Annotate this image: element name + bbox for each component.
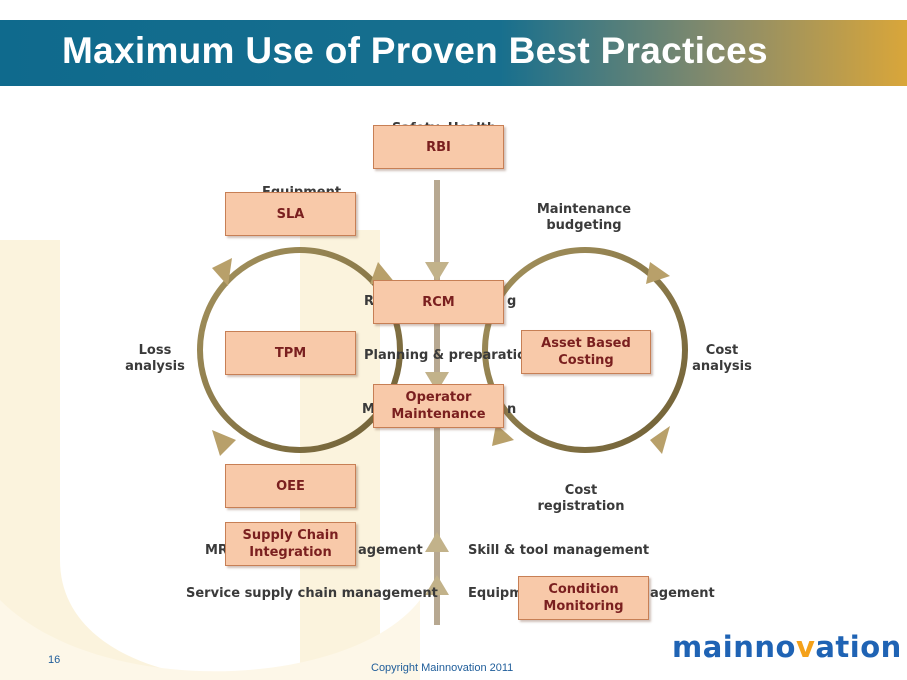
label-agement-fragment: agement [358,543,423,558]
label-maintenance-budgeting-1: Maintenance [537,202,631,217]
label-service-supply-chain-management: Service supply chain management [186,586,438,601]
title-banner [0,20,907,86]
left-ring-arrow-bottom [212,430,236,456]
label-r-fragment: R [364,294,374,309]
left-ring-arrow-right [370,262,396,284]
practice-box-rbi: RBI [373,125,504,169]
practice-box-condition-monitoring: Condition Monitoring [518,576,649,620]
right-ring-arrow-bottom [650,426,670,454]
label-equipm-fragment: Equipm [468,586,523,601]
stem-arrow-down-2 [425,372,449,392]
label-skill-tool-management: Skill & tool management [468,543,649,558]
logo-text-after: ation [815,630,902,664]
label-cost-analysis-1: Cost [706,343,738,358]
label-agement-fragment-2: agement [650,586,715,601]
practice-box-oee: OEE [225,464,356,508]
practice-box-sla: SLA [225,192,356,236]
label-cost-registration-2: registration [538,499,625,514]
slide-title: Maximum Use of Proven Best Practices [62,30,768,71]
slide-number: 16 [48,654,61,666]
label-planning-preparation: Planning & preparation [364,348,535,363]
practice-box-rcm: RCM [373,280,504,324]
stem-arrow-up-2 [425,575,449,595]
right-ring-arrow-top [646,262,670,284]
right-ring-arrow-left [492,424,514,446]
logo-text-accent: v [795,630,816,664]
stem-arrow-up-1 [425,532,449,552]
label-loss-analysis-1: Loss [139,343,172,358]
label-mr-fragment: MR [205,543,228,558]
stem-arrow-down-1 [425,262,449,282]
practice-box-supply-chain-integration: Supply Chain Integration [225,522,356,566]
copyright-text: Copyright Mainnovation 2011 [371,662,514,674]
left-cycle-ring [197,247,403,453]
label-m-fragment: M [362,402,375,417]
label-maintenance-budgeting-2: budgeting [546,218,621,233]
practice-box-asset-based-costing: Asset Based Costing [521,330,651,374]
left-ring-arrow-top [212,258,232,286]
label-g-fragment: g [507,294,516,309]
practice-box-tpm: TPM [225,331,356,375]
mainnovation-logo: mainnovation [672,630,902,664]
practice-box-operator-maintenance: Operator Maintenance [373,384,504,428]
label-n-fragment: n [507,402,516,417]
right-cycle-ring [482,247,688,453]
label-loss-analysis-2: analysis [125,359,185,374]
label-cost-registration-1: Cost [565,483,597,498]
logo-text-before: mainno [672,630,796,664]
label-cost-analysis-2: analysis [692,359,752,374]
